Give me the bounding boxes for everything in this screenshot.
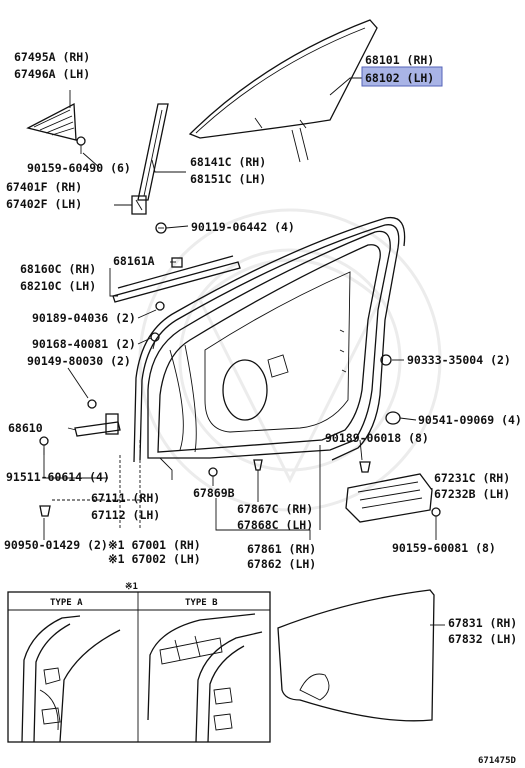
clip-icon[interactable] [39, 505, 51, 517]
label-68210c[interactable]: 68210C (LH) [20, 279, 96, 293]
label-68101[interactable]: 68101 (RH) [365, 53, 434, 67]
glass-run-channel[interactable] [137, 103, 169, 201]
door-cushion[interactable] [385, 411, 401, 425]
label-90159-60490[interactable]: 90159-60490 (6) [27, 161, 131, 175]
front-door-panel[interactable] [147, 230, 391, 459]
label-67831[interactable]: 67831 (RH) [448, 616, 517, 630]
door-trim-board[interactable] [277, 589, 435, 722]
inset-type-b: TYPE B [185, 598, 218, 608]
label-90189-04036[interactable]: 90189-04036 (2) [32, 311, 136, 325]
door-check[interactable] [74, 413, 121, 437]
label-90189-06018[interactable]: 90189-06018 (8) [325, 431, 429, 445]
figure-id: 671475D [478, 756, 517, 766]
part-labels: 68101 (RH) 68102 (LH) 67495A (RH) 67496A… [4, 50, 522, 646]
bolt-icon[interactable] [39, 399, 97, 455]
label-67231c[interactable]: 67231C (RH) [434, 471, 510, 485]
label-90541[interactable]: 90541-09069 (4) [418, 413, 522, 427]
label-67001[interactable]: ※1 67001 (RH) [108, 538, 201, 552]
label-67401f[interactable]: 67401F (RH) [6, 180, 82, 194]
label-67496a[interactable]: 67496A (LH) [14, 67, 90, 81]
label-67832[interactable]: 67832 (LH) [448, 632, 517, 646]
label-67868c[interactable]: 67868C (LH) [237, 518, 313, 532]
label-91511[interactable]: 91511-60614 (4) [6, 470, 110, 484]
belt-weatherstrip[interactable] [112, 255, 241, 303]
label-68160c[interactable]: 68160C (RH) [20, 262, 96, 276]
clip-icon[interactable] [359, 461, 371, 473]
label-67862[interactable]: 67862 (LH) [247, 557, 316, 571]
label-67002[interactable]: ※1 67002 (LH) [108, 552, 201, 566]
leader-lines [43, 77, 445, 626]
label-90159-60081[interactable]: 90159-60081 (8) [392, 541, 496, 555]
inset-marker: ※1 [125, 582, 138, 592]
label-68151c[interactable]: 68151C (LH) [190, 172, 266, 186]
hinge-leaders [52, 440, 141, 530]
screw-icon[interactable] [431, 507, 441, 517]
label-68102[interactable]: 68102 (LH) [365, 71, 434, 85]
front-door-sash[interactable] [131, 195, 147, 215]
hinge-type-a[interactable] [21, 615, 121, 743]
label-90333[interactable]: 90333-35004 (2) [407, 353, 511, 367]
label-68161a[interactable]: 68161A [113, 254, 155, 268]
mirror-cover-triangle[interactable] [26, 102, 77, 141]
label-67869b[interactable]: 67869B [193, 486, 235, 500]
moulding-clip[interactable] [208, 459, 263, 477]
label-67112[interactable]: 67112 (LH) [91, 508, 160, 522]
type-inset: ※1 TYPE A TYPE B [7, 582, 271, 743]
label-68141c[interactable]: 68141C (RH) [190, 155, 266, 169]
door-pocket[interactable] [345, 473, 433, 523]
label-90168[interactable]: 90168-40081 (2) [32, 337, 136, 351]
clip-icon[interactable] [155, 222, 167, 234]
inset-type-a: TYPE A [50, 598, 83, 608]
door-glass[interactable] [188, 19, 378, 163]
screw-icon[interactable] [76, 136, 86, 154]
hole-plug[interactable] [380, 354, 392, 366]
label-67232b[interactable]: 67232B (LH) [434, 487, 510, 501]
label-90119[interactable]: 90119-06442 (4) [191, 220, 295, 234]
label-67495a[interactable]: 67495A (RH) [14, 50, 90, 64]
label-67111[interactable]: 67111 (RH) [91, 491, 160, 505]
label-68610[interactable]: 68610 [8, 421, 43, 435]
label-67402f[interactable]: 67402F (LH) [6, 197, 82, 211]
label-90950[interactable]: 90950-01429 (2) [4, 538, 108, 552]
highlight-box [361, 66, 443, 87]
label-90149[interactable]: 90149-80030 (2) [27, 354, 131, 368]
label-67867c[interactable]: 67867C (RH) [237, 502, 313, 516]
door-weatherstrip[interactable] [133, 216, 406, 463]
label-67861[interactable]: 67861 (RH) [247, 542, 316, 556]
hinge-type-b[interactable] [147, 613, 263, 743]
